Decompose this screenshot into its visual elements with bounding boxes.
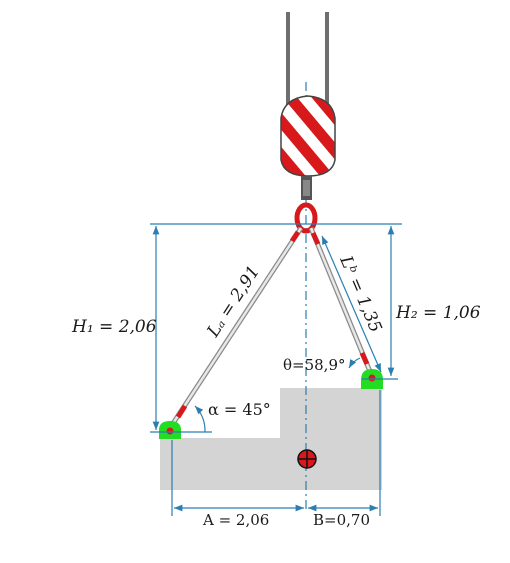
- label-theta: θ=58,9°: [283, 356, 346, 374]
- dimensions: [150, 223, 402, 516]
- sling-a: [167, 226, 304, 430]
- center-of-gravity-icon: [297, 449, 317, 469]
- crane-hook-icon: [280, 95, 336, 234]
- label-alpha: α = 45°: [208, 400, 271, 419]
- label-h1: H₁ = 2,06: [71, 317, 157, 337]
- crane-cables: [286, 12, 329, 106]
- label-a: A = 2,06: [202, 511, 269, 529]
- lug-left: [159, 421, 181, 439]
- label-b: B=0,70: [313, 511, 370, 529]
- label-h2: H₂ = 1,06: [395, 303, 481, 323]
- load-body: [160, 388, 382, 490]
